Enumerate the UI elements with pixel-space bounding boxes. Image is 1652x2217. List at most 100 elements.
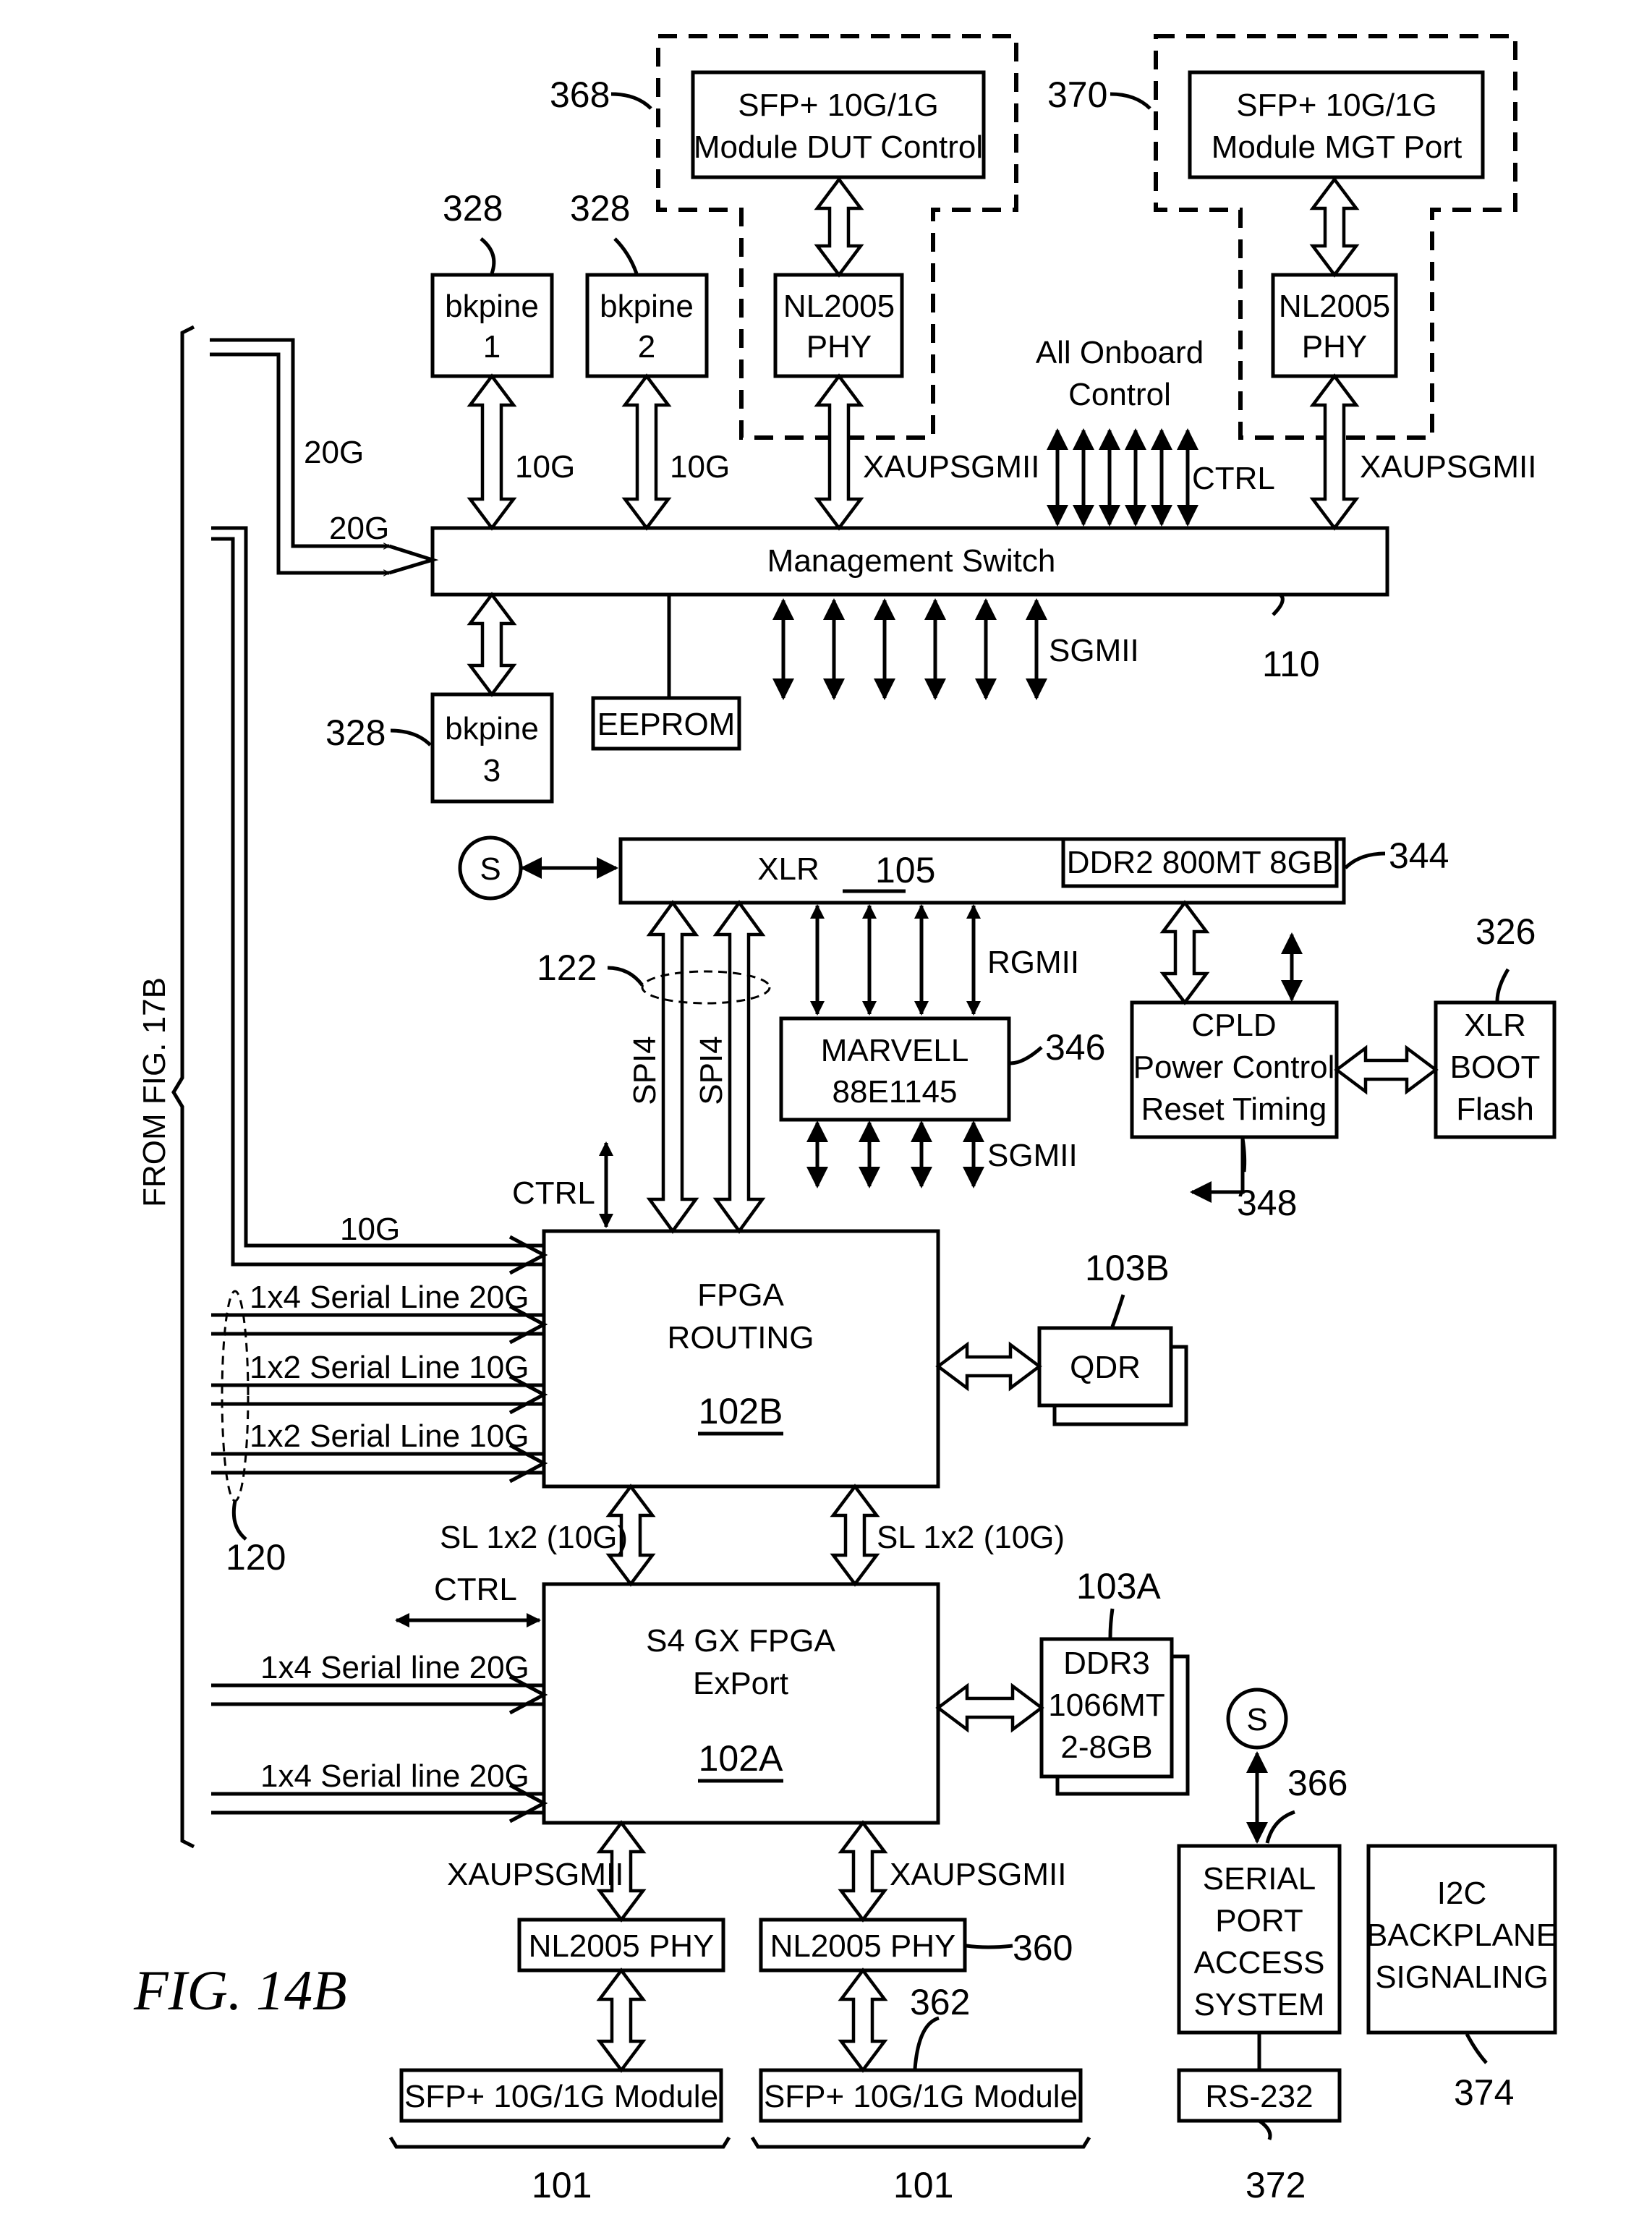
fpga-routing-line1: FPGA: [697, 1277, 784, 1313]
arrow-s4-phy-right: [841, 1823, 885, 1920]
serial-1x2-10g-label-2: 1x2 Serial Line 10G: [250, 1418, 529, 1454]
ddr3-line1: DDR3: [1063, 1646, 1150, 1681]
arrow-sl-right: [833, 1486, 877, 1584]
s4-fpga-line2: ExPort: [693, 1666, 788, 1701]
xlr-label: XLR: [757, 851, 819, 887]
s-symbol-bottom-label: S: [1246, 1702, 1267, 1737]
fpga-routing-line2: ROUTING: [668, 1320, 814, 1356]
serial-1x4-line-20g-label-2: 1x4 Serial line 20G: [260, 1758, 529, 1794]
i2c-line1: I2C: [1437, 1876, 1486, 1911]
serial-1x2-10g-label-1: 1x2 Serial Line 10G: [250, 1350, 529, 1385]
xlr-boot-line1: XLR: [1464, 1008, 1526, 1043]
ref-366: 366: [1287, 1763, 1347, 1803]
spi4-group-122: [642, 971, 770, 1003]
ref-120: 120: [226, 1537, 286, 1578]
sfp-mgt-line2: Module MGT Port: [1212, 129, 1462, 165]
bkpine-1-line1: bkpine: [445, 289, 539, 324]
cpld-line3: Reset Timing: [1141, 1092, 1327, 1127]
ctrl-s4-label: CTRL: [434, 1572, 517, 1607]
ref-346: 346: [1045, 1027, 1105, 1068]
all-onboard-control-arrows: [1057, 430, 1188, 524]
serial-1x4-20g-label: 1x4 Serial Line 20G: [250, 1280, 529, 1315]
bkpine-2-line1: bkpine: [600, 289, 694, 324]
all-onboard-line1: All Onboard: [1036, 335, 1204, 370]
serial-line3: ACCESS: [1194, 1945, 1325, 1980]
ref-374: 374: [1454, 2072, 1514, 2113]
i2c-line2: BACKPLANE: [1366, 1918, 1557, 1953]
spi4-label-b: SPI4: [694, 1036, 729, 1105]
bkpine-2-line2: 2: [638, 329, 655, 365]
marvell-sgmii-arrows: [817, 1123, 974, 1186]
tenG-fpga-label: 10G: [340, 1212, 400, 1247]
nl2005-phy-right-label: NL2005 PHY: [770, 1928, 956, 1964]
ref-120-leader: [234, 1501, 246, 1539]
arrow-phy-switch-dut: [817, 376, 861, 528]
from-fig-brace: [174, 327, 194, 1847]
xaupsgmii-mgt-label: XAUPSGMII: [1360, 449, 1537, 485]
serial-line2: PORT: [1215, 1903, 1303, 1939]
ref-328-c: 328: [325, 712, 386, 753]
arrow-phy-switch-mgt: [1313, 376, 1356, 528]
i2c-line3: SIGNALING: [1375, 1959, 1549, 1995]
s-symbol-top-label: S: [480, 851, 501, 887]
cpld-reset-arrow: [1192, 1137, 1243, 1192]
xaupsgmii-left-label: XAUPSGMII: [447, 1857, 624, 1892]
sl-1x2-left-label: SL 1x2 (10G): [440, 1520, 628, 1555]
ref-122-leader: [608, 968, 642, 985]
arrow-phy-sfp-right: [841, 1970, 885, 2070]
eeprom-label: EEPROM: [597, 707, 736, 742]
ddr2-label: DDR2 800MT 8GB: [1067, 845, 1333, 880]
underbrace-101-right: [752, 2137, 1089, 2147]
tenG-bkpine1-label: 10G: [515, 449, 575, 485]
ref-102b: 102B: [699, 1391, 783, 1431]
marvell-line1: MARVELL: [821, 1033, 969, 1068]
arrow-xlr-cpld: [1163, 903, 1206, 1003]
sl-1x2-right-label: SL 1x2 (10G): [877, 1520, 1065, 1555]
sfp-mgt-line1: SFP+ 10G/1G: [1236, 88, 1437, 123]
ref-348: 348: [1237, 1183, 1297, 1223]
sgmii-switch-arrows: [783, 600, 1036, 698]
serial-line4: SYSTEM: [1194, 1987, 1325, 2022]
nl2005-phy-mgt-line1: NL2005: [1279, 289, 1390, 324]
sgmii-marvell-label: SGMII: [987, 1138, 1078, 1173]
ref-101-left: 101: [532, 2165, 592, 2205]
rgmii-arrows: [817, 906, 974, 1014]
ctrl-onboard-label: CTRL: [1192, 461, 1275, 496]
from-fig-17b-label: FROM FIG. 17B: [137, 977, 172, 1207]
sfp-module-right-label: SFP+ 10G/1G Module: [764, 2079, 1078, 2114]
arrow-phy-sfp-left: [600, 1970, 643, 2070]
fpga-routing-102b: [544, 1231, 938, 1486]
ref-328-a: 328: [443, 188, 503, 229]
ref-372: 372: [1246, 2165, 1306, 2205]
figure-label: FIG. 14B: [133, 1959, 347, 2022]
marvell-line2: 88E1145: [833, 1074, 958, 1110]
ref-105: 105: [875, 850, 935, 890]
nl2005-phy-mgt-line2: PHY: [1302, 329, 1367, 365]
arrow-fpga-qdr: [938, 1345, 1039, 1388]
ref-328-b: 328: [570, 188, 630, 229]
ref-362: 362: [910, 1982, 970, 2022]
bkpine-1-line2: 1: [483, 329, 501, 365]
xaupsgmii-dut-label: XAUPSGMII: [863, 449, 1040, 485]
cpld-line2: Power Control: [1133, 1050, 1335, 1085]
twentyG-label-2: 20G: [329, 511, 389, 546]
qdr-label: QDR: [1070, 1350, 1141, 1385]
underbrace-101-left: [391, 2137, 729, 2147]
nl2005-phy-dut-line1: NL2005: [783, 289, 895, 324]
ref-110: 110: [1262, 644, 1320, 684]
sgmii-switch-label: SGMII: [1049, 633, 1139, 668]
sfp-module-left-label: SFP+ 10G/1G Module: [404, 2079, 718, 2114]
ref-326: 326: [1476, 911, 1536, 952]
serial-1x4-line-20g-label-1: 1x4 Serial line 20G: [260, 1650, 529, 1685]
nl2005-phy-dut-line2: PHY: [806, 329, 872, 365]
arrow-bkpine1-switch: [470, 376, 514, 528]
ref-370: 370: [1047, 75, 1107, 115]
ddr3-line3: 2-8GB: [1060, 1729, 1152, 1765]
arrow-sfpmgt-phy: [1313, 179, 1356, 275]
ctrl-fpga-label: CTRL: [512, 1175, 595, 1211]
sfp-dut-line2: Module DUT Control: [694, 129, 983, 165]
serial-line1: SERIAL: [1203, 1861, 1316, 1897]
xaupsgmii-right-label: XAUPSGMII: [890, 1857, 1067, 1892]
ref-344: 344: [1389, 835, 1449, 876]
